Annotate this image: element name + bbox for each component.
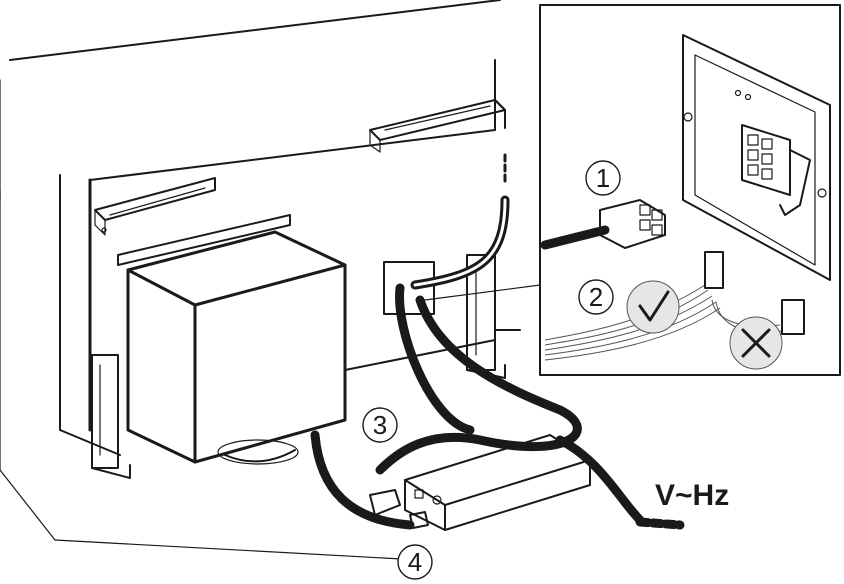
svg-text:2: 2 xyxy=(589,282,603,312)
tv-back-panel xyxy=(9,0,521,456)
inset-detail: 1 2 xyxy=(539,4,841,376)
cross-icon xyxy=(729,316,783,370)
step-marker-4: 4 xyxy=(397,544,433,580)
power-label: V~Hz xyxy=(655,479,729,512)
svg-text:1: 1 xyxy=(596,163,610,193)
side-bracket-left xyxy=(91,354,131,479)
connector-panel xyxy=(383,261,435,315)
socket xyxy=(741,124,811,216)
power-adapter xyxy=(404,434,591,531)
cables xyxy=(310,153,645,530)
power-connector xyxy=(369,489,685,530)
step-marker-3: 3 xyxy=(362,407,398,443)
wall-bracket-left xyxy=(94,177,216,236)
room-corner xyxy=(0,79,421,561)
step-marker-2: 2 xyxy=(578,279,614,315)
wall-bracket-right xyxy=(369,99,506,153)
check-icon xyxy=(626,280,680,334)
svg-text:4: 4 xyxy=(408,547,422,577)
plug-connector-1 xyxy=(540,199,666,250)
module-box xyxy=(117,214,347,465)
step-marker-1: 1 xyxy=(585,160,621,196)
svg-text:3: 3 xyxy=(373,410,387,440)
callout-line xyxy=(424,284,541,301)
